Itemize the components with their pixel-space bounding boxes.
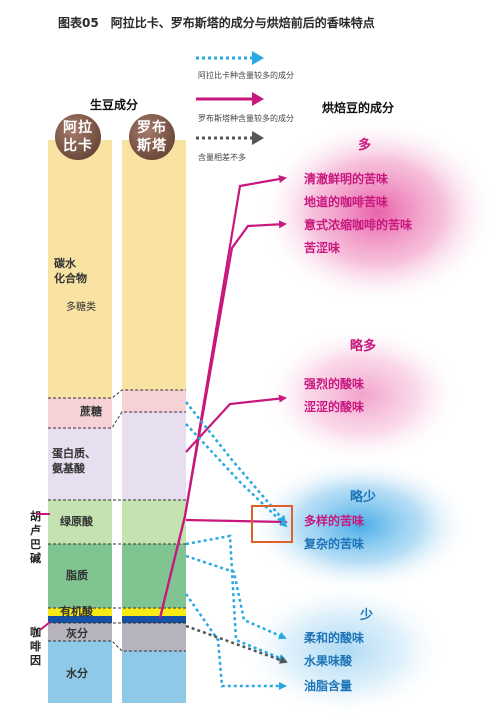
arrow-sucrose-to-varied-bitter — [185, 401, 287, 524]
robusta-sucrose — [122, 390, 186, 412]
label-trigonelline: 胡 卢 巴 碱 — [30, 510, 41, 565]
flavor-authentic-bitter: 地道的咖啡苦味 — [304, 195, 389, 209]
coin-arabica-label: 阿拉 比卡 — [63, 120, 93, 154]
glow-few — [240, 582, 450, 718]
arabica-organic-acid-yellow — [48, 608, 112, 616]
arrow-organic-acid-to-mild-acid — [185, 554, 287, 640]
legend-line-similar — [196, 131, 264, 145]
glow-rather-few — [248, 457, 472, 593]
label-water: 水分 — [66, 667, 88, 680]
robusta-organic-acid-yellow — [122, 608, 186, 616]
robusta-chlorogenic — [122, 500, 186, 544]
column-robusta — [122, 140, 186, 703]
coin-robusta-label: 罗布 斯塔 — [137, 120, 167, 154]
heading-green-bean: 生豆成分 — [90, 98, 139, 112]
highlight-box — [251, 505, 293, 543]
label-ash: 灰分 — [66, 627, 88, 640]
arrow-lipids-to-fruity — [185, 534, 287, 662]
robusta-water — [122, 651, 186, 703]
arabica-organic-acid-blue — [48, 616, 112, 623]
flavor-varied-bitter: 多样的苦味 — [304, 514, 365, 528]
arabica-carbs — [48, 140, 112, 398]
label-sucrose: 蔗糖 — [80, 405, 102, 418]
arabica-protein — [48, 428, 112, 500]
label-chlorogenic: 绿原酸 — [60, 515, 93, 528]
glow-many — [258, 117, 498, 307]
level-rather-few: 略少 — [350, 490, 377, 505]
label-carbs: 碳水 化合物 — [54, 257, 87, 285]
flavor-strong-acid: 强烈的酸味 — [304, 377, 365, 391]
legend-line-robusta — [196, 92, 264, 106]
legend-lines — [196, 51, 264, 145]
legend-text-similar: 含量相差不多 — [198, 153, 246, 162]
level-many: 多 — [358, 138, 372, 153]
arrow-caffeine-to-espresso — [158, 220, 287, 619]
flavor-clear-bitter: 清澈鲜明的苦味 — [304, 172, 389, 186]
robusta-protein — [122, 412, 186, 500]
chart-title: 图表05 阿拉比卡、罗布斯塔的成分与烘焙前后的香味特点 — [58, 16, 375, 30]
label-organic-acid: 有机酸 — [60, 605, 93, 618]
legend-text-robusta: 罗布斯塔种含量较多的成分 — [198, 114, 294, 123]
label-protein: 蛋白质、 氨基酸 — [52, 447, 96, 475]
robusta-carbs — [122, 140, 186, 390]
flavor-mild-acid: 柔和的酸味 — [304, 631, 365, 645]
arabica-chlorogenic — [48, 500, 112, 544]
arrow-protein-to-complex-bitter — [185, 423, 288, 528]
arrow-protein-to-strong-acid — [185, 394, 287, 453]
flavor-espresso-bitter: 意式浓缩咖啡的苦味 — [304, 218, 413, 232]
label-polysaccharides: 多糖类 — [66, 302, 96, 313]
coin-robusta: 罗布 斯塔 — [129, 114, 175, 160]
level-few: 少 — [360, 608, 374, 623]
arrow-chlorogenic-to-varied-bitter — [185, 517, 288, 526]
arrow-caffeine-pointer — [39, 621, 51, 631]
legend-line-arabica — [196, 51, 264, 65]
flavor-oil-content: 油脂含量 — [304, 679, 353, 693]
flavor-astringent: 苦涩味 — [304, 241, 341, 255]
coin-arabica: 阿拉 比卡 — [55, 114, 101, 160]
flavor-astringent-acid: 涩涩的酸味 — [304, 400, 365, 414]
label-lipids: 脂质 — [66, 569, 88, 582]
level-rather-many: 略多 — [350, 339, 377, 354]
arrow-water-to-oil — [184, 593, 287, 690]
flavor-complex-bitter: 复杂的苦味 — [304, 537, 365, 551]
robusta-organic-acid-blue — [122, 616, 186, 623]
glow-rather-many — [262, 325, 462, 465]
arrow-caffeine-to-bitter — [158, 175, 287, 619]
arabica-ash — [48, 623, 112, 641]
robusta-ash — [122, 623, 186, 651]
arabica-lipids — [48, 544, 112, 608]
label-caffeine: 咖 啡 因 — [30, 626, 41, 667]
column-arabica — [48, 140, 112, 703]
flavor-fruity-acid: 水果味酸 — [304, 654, 353, 668]
arabica-sucrose — [48, 398, 112, 428]
heading-roasted-bean: 烘焙豆的成分 — [322, 101, 395, 115]
legend-text-arabica: 阿拉比卡种含量较多的成分 — [198, 71, 294, 80]
arabica-water — [48, 641, 112, 703]
